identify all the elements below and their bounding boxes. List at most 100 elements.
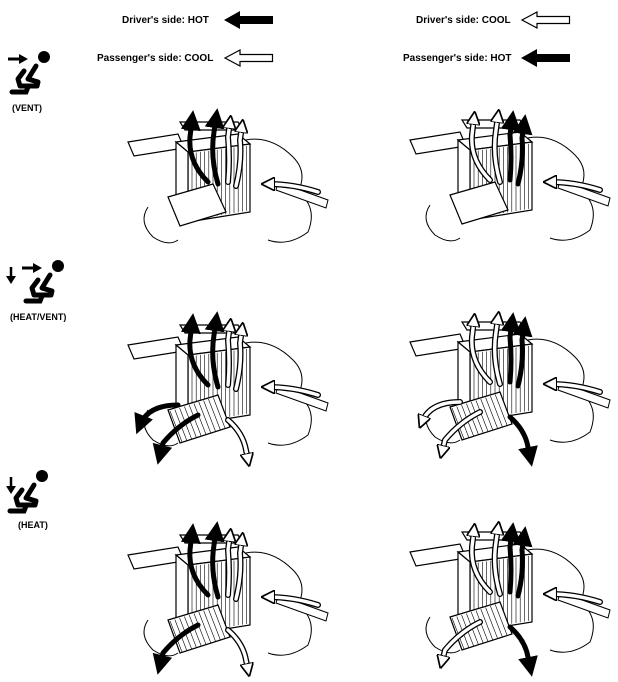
intake-airflow-arrow: [550, 384, 603, 395]
passenger-floor-airflow-arrow: [507, 414, 538, 467]
heater-unit-heatvent-right: [400, 312, 615, 467]
matrix-fin: [470, 401, 484, 434]
matrix-fin: [475, 610, 489, 642]
passenger-vent-airflow-arrow: [500, 110, 521, 183]
airflow-path: [550, 594, 602, 604]
heater-unit-drawing: [409, 522, 611, 677]
airflow-path: [152, 412, 201, 465]
airflow-path: [180, 313, 211, 388]
matrix-fin: [198, 401, 212, 434]
heater-matrix: [449, 181, 509, 225]
mode-label-heat: (HEAT): [18, 520, 48, 530]
heater-unit-heatvent-left: [118, 311, 333, 465]
driver-vent-airflow-arrow: [495, 116, 500, 185]
airflow-path: [228, 535, 230, 597]
airflow-path: [268, 597, 320, 607]
matrix-fin: [490, 605, 503, 638]
intake-duct: [557, 179, 611, 207]
airflow-path: [234, 126, 242, 188]
matrix-fin: [480, 398, 494, 431]
airflow-path: [234, 539, 242, 601]
intake-airflow-arrow: [550, 594, 603, 605]
passenger-vent-airflow-arrow: [233, 126, 242, 189]
passenger-floor-airflow-arrow: [225, 627, 251, 673]
passenger-floor-airflow-arrow: [507, 624, 538, 677]
matrix-fin: [485, 607, 498, 639]
matrix-fin: [193, 403, 207, 435]
airflow-path: [204, 311, 225, 390]
airflow-path: [495, 116, 500, 184]
driver-vent-airflow-arrow: [204, 521, 225, 600]
driver-floor-airflow-arrow: [442, 409, 483, 452]
driver-vent-airflow-arrow: [495, 528, 500, 597]
matrix-fin: [494, 604, 508, 636]
matrix-fin: [470, 611, 484, 644]
passenger-vent-airflow-arrow: [512, 114, 533, 187]
airflow-path: [472, 530, 492, 594]
airflow-path: [422, 400, 462, 422]
intake-duct: [557, 591, 611, 619]
intake-airflow-arrow: [268, 184, 321, 195]
driver-vent-airflow-arrow: [472, 530, 493, 595]
vent-mode-icon: [6, 46, 54, 102]
heater-matrix: [167, 183, 227, 227]
hot-arrow-icon: [224, 11, 274, 29]
airflow-outline: [225, 627, 251, 673]
airflow-path: [268, 387, 320, 397]
matrix-fin: [485, 397, 498, 429]
passenger-floor-airflow-arrow: [225, 417, 248, 460]
cool-arrow-icon: [223, 49, 274, 67]
passenger-vent-airflow-arrow: [233, 539, 242, 602]
heater-unit-drawing: [127, 521, 329, 675]
legend-left-passenger-label: Passenger's side: COOL: [97, 53, 214, 64]
heater-unit-drawing: [409, 110, 611, 242]
hot-arrow-icon: [521, 49, 571, 67]
lower-duct: [425, 204, 461, 242]
heat-vent-mode-icon: [4, 255, 66, 311]
airflow-path: [228, 325, 230, 387]
matrix-fin: [203, 400, 216, 432]
passenger-vent-airflow-arrow: [500, 522, 521, 595]
driver-vent-airflow-arrow: [472, 118, 493, 183]
matrix-fin: [203, 610, 216, 642]
matrix-fin: [188, 404, 202, 437]
heater-unit-drawing: [127, 311, 329, 465]
driver-side-airflow-arrow: [422, 399, 463, 422]
passenger-vent-airflow-arrow: [228, 122, 230, 185]
airflow-path: [442, 410, 482, 452]
airflow-path: [472, 118, 492, 182]
driver-side-airflow-arrow: [134, 402, 181, 435]
matrix-fin: [208, 398, 221, 431]
airflow-path: [234, 329, 242, 391]
legend-left-driver-label: Driver's side: HOT: [122, 15, 209, 26]
matrix-fin: [198, 611, 212, 644]
driver-vent-airflow-arrow: [472, 320, 493, 385]
airflow-path: [228, 122, 230, 184]
driver-vent-airflow-arrow: [204, 108, 225, 187]
driver-vent-airflow-arrow: [204, 311, 225, 390]
legend-right-passenger-label: Passenger's side: HOT: [403, 53, 512, 64]
airflow-path: [180, 523, 211, 598]
airflow-path: [512, 316, 533, 389]
airflow-path: [495, 318, 500, 386]
legend-right-driver-label: Driver's side: COOL: [416, 15, 511, 26]
airflow-path: [442, 620, 482, 662]
heater-unit-heat-right: [400, 522, 615, 677]
airflow-path: [152, 622, 201, 675]
matrix-fin: [193, 613, 207, 645]
matrix-fin: [208, 608, 221, 641]
airflow-path: [500, 522, 521, 595]
airflow-path: [134, 402, 181, 435]
matrix-fin: [188, 614, 202, 647]
intake-duct: [557, 381, 611, 409]
passenger-vent-airflow-arrow: [233, 329, 242, 392]
mode-label-heat-vent: (HEAT/VENT): [10, 312, 67, 322]
driver-vent-airflow-arrow: [180, 523, 211, 598]
matrix-fin: [494, 394, 508, 426]
heater-unit-drawing: [127, 108, 329, 244]
matrix-fin: [212, 397, 226, 429]
lower-duct: [425, 616, 461, 654]
passenger-vent-airflow-arrow: [228, 325, 230, 388]
airflow-path: [550, 384, 602, 394]
passenger-vent-airflow-arrow: [228, 535, 230, 598]
